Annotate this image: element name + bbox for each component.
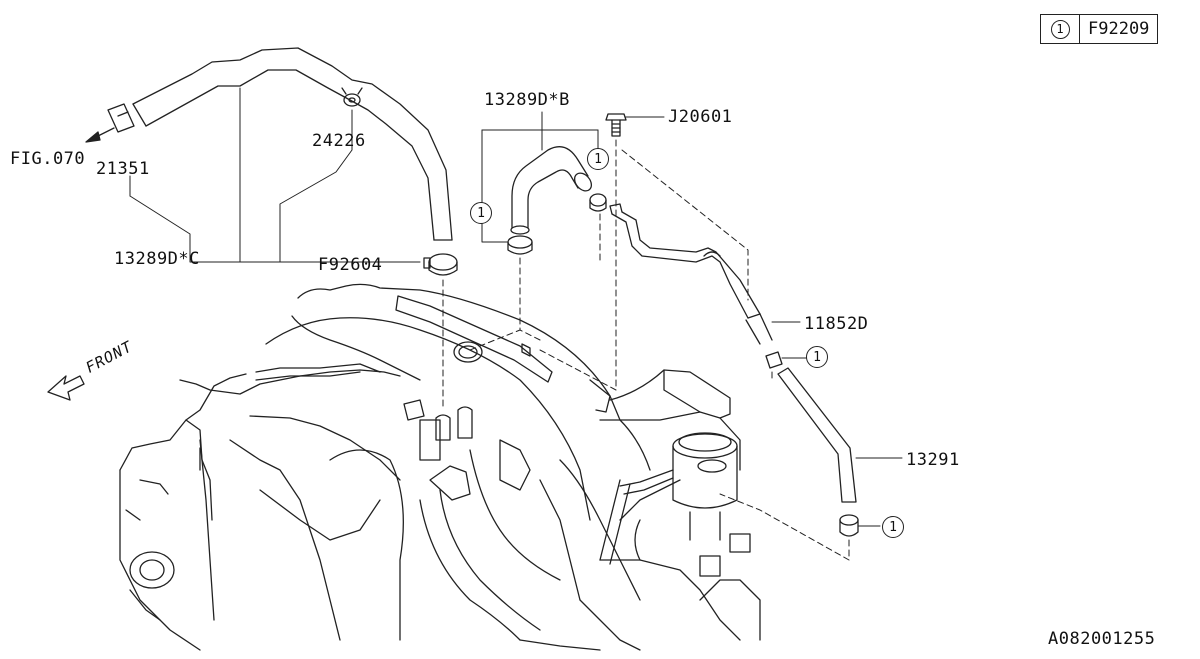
front-arrow (47, 375, 85, 401)
reference-marker-circle: 1 (1050, 19, 1070, 39)
hose-13291 (765, 351, 903, 537)
label-13289db: 13289D*B (484, 90, 570, 110)
label-11852d: 11852D (804, 314, 869, 334)
engine-block (119, 369, 761, 651)
callout-marker-hose-13291: 1 (882, 516, 904, 538)
housing-left (125, 479, 175, 621)
label-j20601: J20601 (668, 107, 733, 127)
hose-13289dc (132, 47, 453, 241)
clamp-f92604 (423, 253, 458, 276)
callout-marker-hose-lower: 1 (470, 202, 492, 224)
fig070-arrow (85, 127, 115, 143)
callout-marker-hose-clamp: 1 (587, 148, 609, 170)
reference-marker: 1 (1041, 15, 1080, 43)
connector-21351 (107, 103, 135, 133)
hose-13289db (507, 146, 607, 255)
label-21351: 21351 (96, 159, 150, 179)
pipe-11852d (609, 203, 801, 345)
label-13291: 13291 (906, 450, 960, 470)
leaders-left (129, 87, 421, 263)
lower-pipes (199, 363, 631, 565)
label-24226: 24226 (312, 131, 366, 151)
label-f92604: F92604 (318, 255, 383, 275)
bolt-j20601 (605, 113, 665, 137)
dashed-guides (442, 139, 850, 561)
label-13289dc: 13289D*C (114, 249, 200, 269)
canister (619, 432, 751, 577)
leaders-13289db (481, 111, 599, 243)
reference-box: 1 F92209 (1040, 14, 1159, 44)
callout-marker-pipe-clamp: 1 (806, 346, 828, 368)
reference-code: F92209 (1088, 19, 1150, 39)
diagram-code: A082001255 (1048, 629, 1156, 649)
label-fig070: FIG.070 (10, 149, 86, 169)
clip-24226 (341, 87, 363, 107)
intake-manifold (265, 283, 741, 521)
